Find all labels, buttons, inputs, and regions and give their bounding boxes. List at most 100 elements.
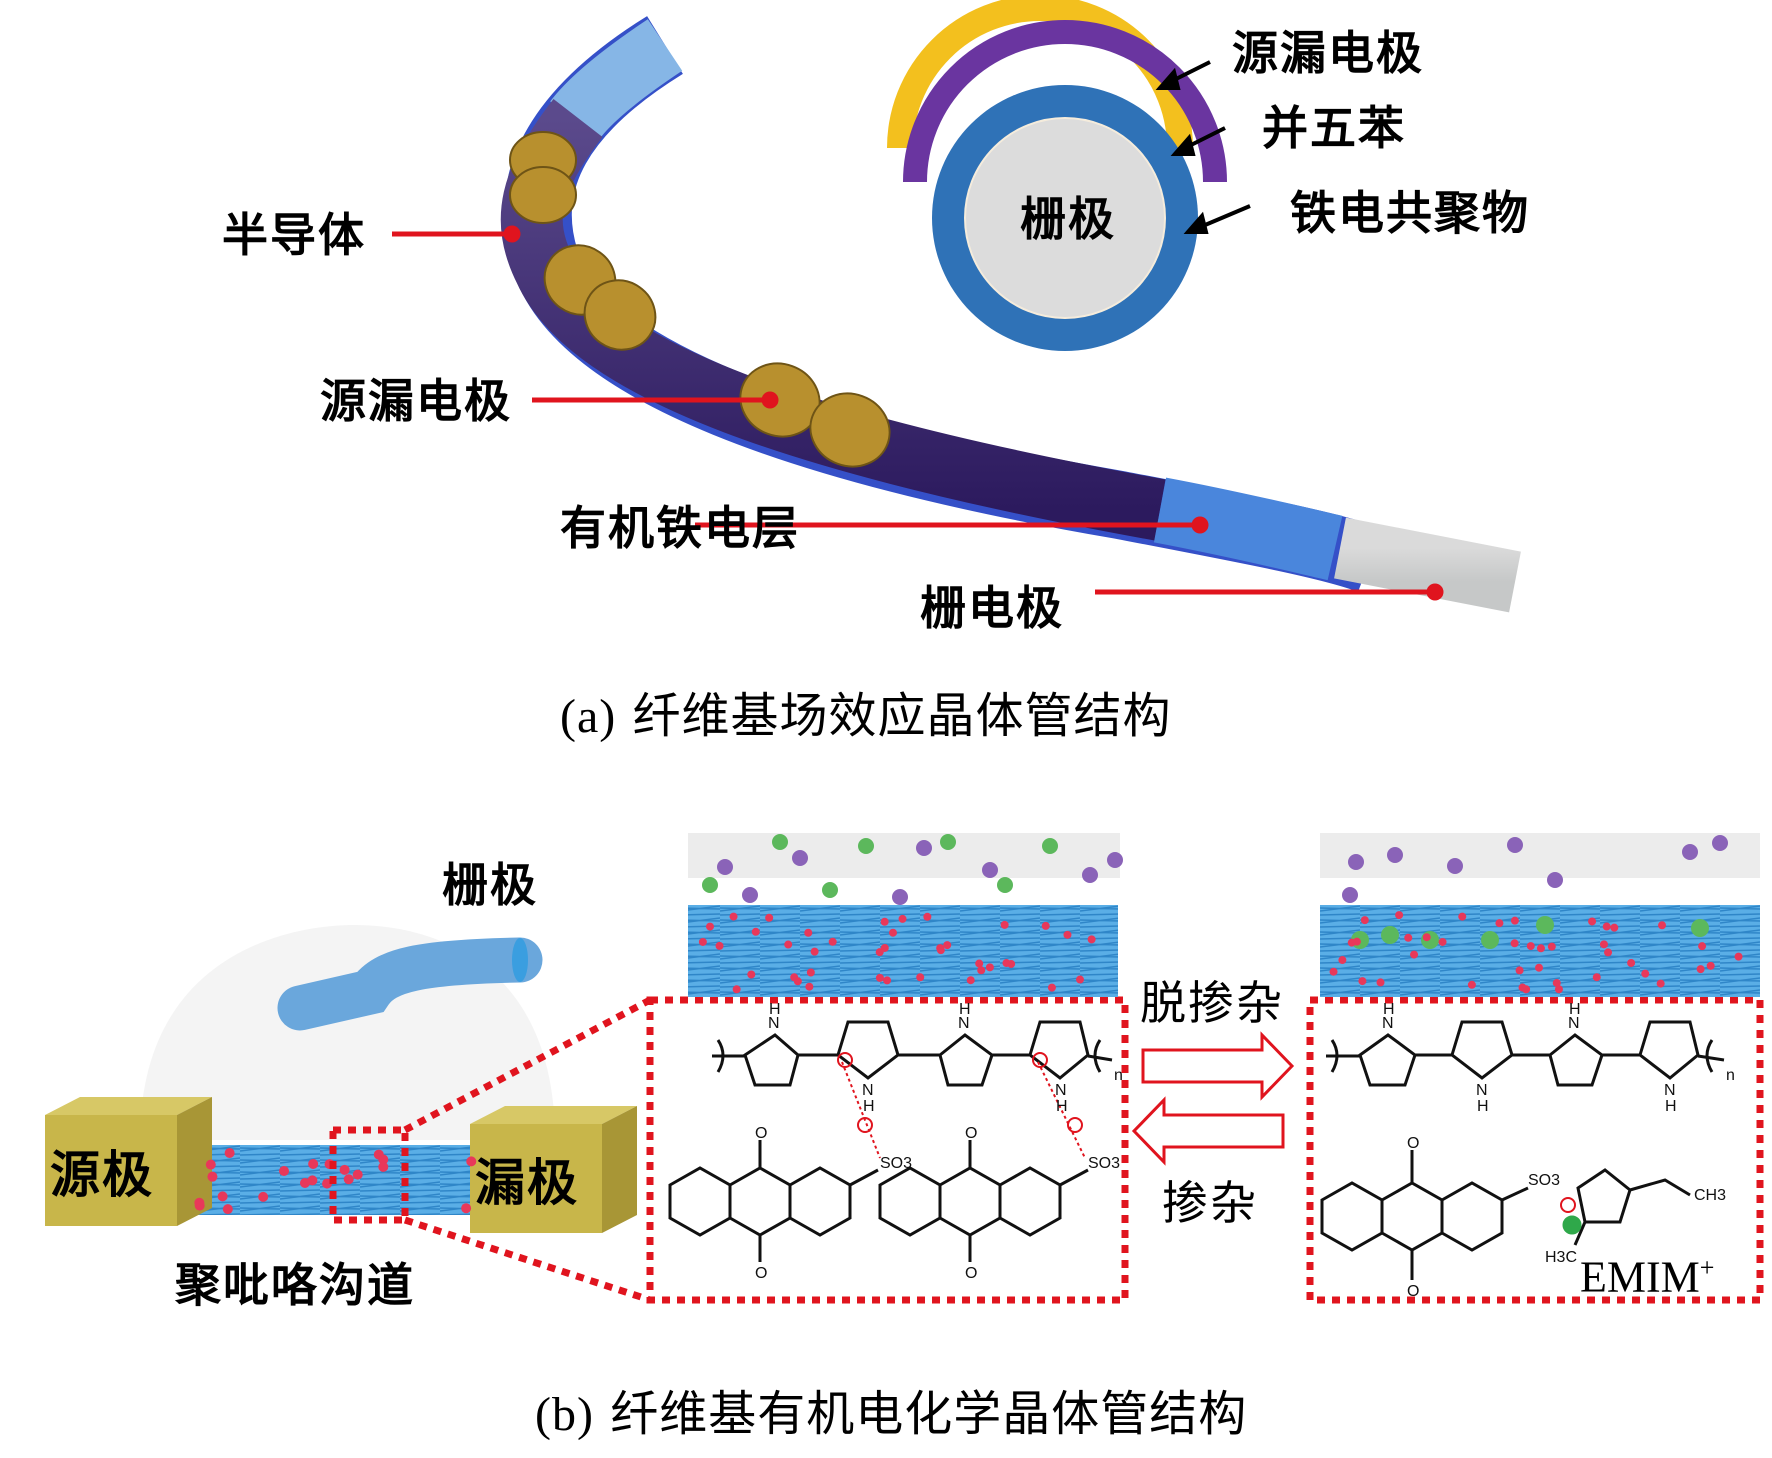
dopant-dot [1458, 912, 1467, 921]
caption-b-text: 纤维基有机电化学晶体管结构 [610, 1386, 1248, 1442]
caption-b: (b) 纤维基有机电化学晶体管结构 [535, 1390, 1247, 1439]
leader-lines [392, 225, 1444, 601]
anion-purple [1348, 854, 1364, 870]
dopant-dot [1604, 948, 1613, 957]
dopant-dot [975, 959, 984, 968]
cation-green [997, 877, 1013, 893]
anion-purple [982, 862, 998, 878]
source-block [45, 1097, 212, 1226]
dopant-dot [1706, 961, 1715, 970]
caption-a-text: 纤维基场效应晶体管结构 [632, 688, 1172, 744]
anion-purple [1107, 852, 1123, 868]
dopant-dot [1627, 958, 1636, 967]
ferroelectric-exposed [1153, 477, 1343, 581]
gold-ring [583, 279, 657, 351]
dopant-dot [1360, 916, 1369, 925]
zoom-line-top [403, 996, 652, 1134]
cation-green [858, 838, 874, 854]
anion-purple [1342, 887, 1358, 903]
dopant-dot [343, 1174, 354, 1185]
source-top [45, 1097, 212, 1115]
label-gate: 栅极 [442, 858, 538, 912]
bracket-right [1087, 1039, 1113, 1073]
dopant-dot [1515, 966, 1524, 975]
cation-green [1042, 838, 1058, 854]
ionic-interaction-left [841, 1061, 881, 1159]
arrow-ferroelectric [1197, 204, 1251, 230]
bracket-left [1326, 1039, 1360, 1073]
anthraquinone [1320, 1150, 1529, 1280]
dopant-dot [1404, 933, 1413, 942]
dopant-dot [207, 1171, 218, 1182]
pyrrole-ring [1450, 1020, 1514, 1080]
anion-purple [717, 859, 733, 875]
dopant-dot [1041, 921, 1050, 930]
hydrogen-label: H [1383, 1001, 1395, 1018]
nitrogen-label: N [1382, 1015, 1394, 1032]
dopant-dot [378, 1154, 389, 1165]
dopant-dot [308, 1158, 319, 1169]
dopant-dot [732, 985, 741, 994]
dopant-dot [1495, 919, 1504, 928]
chem-doped [668, 1020, 1113, 1262]
dopant-dot [875, 973, 884, 982]
dopant-dot [1438, 937, 1447, 946]
dopant-dot [224, 1148, 235, 1159]
pyrrole-ring [938, 1033, 994, 1087]
pyrrole-ring [836, 1020, 900, 1080]
dopant-dot [461, 1203, 472, 1214]
zoom-source-box [329, 1126, 409, 1224]
caption-b-label: (b) [535, 1388, 594, 1441]
label-emim: EMIM+ [1580, 1255, 1714, 1300]
dopant-dot [1658, 921, 1667, 930]
cation-green [940, 834, 956, 850]
dopant-dot [888, 928, 897, 937]
cation-green [1381, 926, 1399, 944]
zoom-box-doped [646, 996, 1129, 1304]
cation-green [772, 834, 788, 850]
dopant-dot [1554, 985, 1563, 994]
dopant-dot [698, 937, 707, 946]
dopant-dot [1410, 950, 1419, 959]
positive-charge-icon [1562, 1215, 1582, 1235]
arrowhead [1155, 67, 1181, 90]
leader-dot [761, 391, 779, 409]
dopant-dot [1696, 965, 1705, 974]
xs-label-gate: 栅极 [1020, 192, 1116, 246]
cation-green [1691, 919, 1709, 937]
oxygen-label: O [1407, 1135, 1419, 1152]
dopant-dot [747, 970, 756, 979]
label-organic-ferroelectric-layer: 有机铁电层 [560, 501, 800, 555]
leader-dot [1191, 516, 1209, 534]
dopant-dot [258, 1191, 269, 1202]
xs-label-ferroelectric-copolymer: 铁电共聚物 [1290, 186, 1530, 240]
oxygen-label: O [755, 1265, 767, 1282]
label-polypyrrole-channel: 聚吡咯沟道 [175, 1258, 415, 1312]
oxygen-label: O [965, 1265, 977, 1282]
nitrogen-label: N [958, 1015, 970, 1032]
cation-green [1421, 931, 1439, 949]
dopant-dot [1734, 952, 1743, 961]
anion-purple [916, 840, 932, 856]
anthraquinone-left [668, 1140, 879, 1262]
dopant-dot [466, 1156, 477, 1167]
label-dedoping: 脱掺杂 [1140, 976, 1284, 1030]
caption-a: (a) 纤维基场效应晶体管结构 [560, 692, 1172, 741]
anion-purple [1507, 837, 1523, 853]
xs-label-source-drain: 源漏电极 [1232, 26, 1424, 80]
pyrrole-ring [1548, 1033, 1604, 1087]
anion-purple [1082, 867, 1098, 883]
anion-purple [892, 889, 908, 905]
dopant-dot [1467, 980, 1476, 989]
dopant-dot [1522, 985, 1531, 994]
negative-charge-icon [1560, 1197, 1576, 1213]
xs-pentacene-arc [903, 20, 1227, 183]
hydrogen-label: H [959, 1001, 971, 1018]
dopant-dot [299, 1178, 310, 1189]
negative-charge-icon [1067, 1117, 1083, 1133]
dopant-dot [1547, 942, 1556, 951]
xs-arrows [1155, 60, 1251, 234]
dopant-dot [790, 973, 799, 982]
xs-gate-core [964, 117, 1166, 319]
